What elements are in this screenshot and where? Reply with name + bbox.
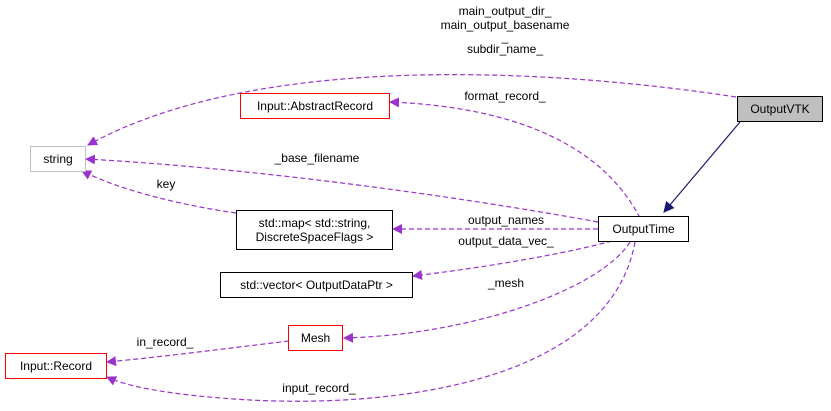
edge-label-format-record: format_record_ bbox=[464, 89, 546, 103]
edge-label-input-record: input_record_ bbox=[282, 381, 356, 395]
node-std-map-label-line2: DiscreteSpaceFlags > bbox=[255, 230, 374, 244]
edge-outputtime-mesh bbox=[343, 241, 631, 343]
edge-outputtime-abstract-record bbox=[389, 97, 641, 219]
node-outputvtk[interactable]: OutputVTK bbox=[737, 96, 823, 122]
edge-label-mesh: _mesh bbox=[487, 276, 525, 290]
node-outputvtk-label: OutputVTK bbox=[750, 102, 810, 116]
node-std-vector-label: std::vector< OutputDataPtr > bbox=[240, 278, 393, 292]
edge-outputvtk-string bbox=[87, 74, 737, 146]
edge-mesh-record bbox=[106, 340, 290, 367]
node-abstract-record[interactable]: Input::AbstractRecord bbox=[240, 93, 390, 119]
node-std-map-label-line1: std::map< std::string, bbox=[258, 216, 371, 230]
edge-label-base-filename: _base_filename bbox=[274, 151, 360, 165]
edge-inherit-outputvtk-outputtime bbox=[663, 121, 741, 213]
edge-label-subdir-name: subdir_name_ bbox=[466, 42, 544, 56]
node-mesh[interactable]: Mesh bbox=[288, 325, 343, 351]
edge-outputtime-vector bbox=[412, 240, 613, 280]
node-mesh-label: Mesh bbox=[300, 331, 331, 345]
node-outputtime-label: OutputTime bbox=[612, 222, 675, 236]
node-std-map[interactable]: std::map< std::string, DiscreteSpaceFlag… bbox=[236, 210, 393, 250]
node-string[interactable]: string bbox=[30, 146, 86, 172]
edge-label-output-data-vec: output_data_vec_ bbox=[458, 234, 554, 248]
edge-label-outputvtk-string: main_output_dir_ main_output_basename _ … bbox=[441, 4, 570, 56]
edge-label-underscore: _ bbox=[501, 30, 509, 44]
edge-outputtime-record bbox=[106, 241, 636, 402]
edge-label-main-output-dir: main_output_dir_ bbox=[458, 4, 552, 18]
edge-label-key: key bbox=[156, 177, 176, 191]
edge-label-output-names: output_names bbox=[467, 213, 545, 227]
node-input-record[interactable]: Input::Record bbox=[5, 353, 107, 379]
node-std-vector[interactable]: std::vector< OutputDataPtr > bbox=[220, 272, 413, 298]
node-abstract-record-label: Input::AbstractRecord bbox=[256, 99, 374, 113]
edge-map-string bbox=[81, 170, 237, 214]
edge-label-in-record: in_record_ bbox=[136, 335, 194, 349]
node-outputtime[interactable]: OutputTime bbox=[598, 216, 689, 242]
node-input-record-label: Input::Record bbox=[19, 359, 93, 373]
node-string-label: string bbox=[43, 152, 73, 166]
edge-outputtime-string bbox=[85, 154, 599, 223]
edge-label-main-output-basename: main_output_basename bbox=[440, 18, 570, 32]
